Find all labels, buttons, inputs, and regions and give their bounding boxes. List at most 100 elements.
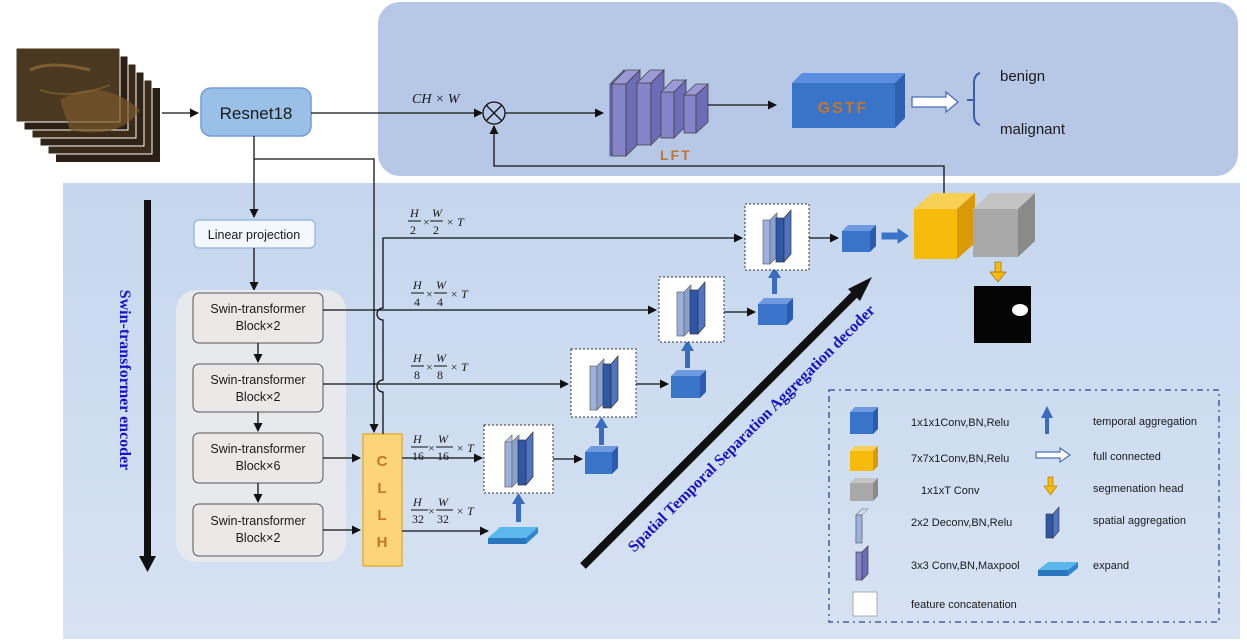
legend-label-11: expand [1093, 560, 1129, 572]
svg-text:C: C [377, 453, 388, 470]
svg-text:Swin-transformer: Swin-transformer [210, 442, 305, 456]
temporal-arrow-3 [681, 340, 694, 368]
legend-label-5: 3x3 Conv,BN,Maxpool [911, 560, 1020, 572]
concat-box-1 [483, 424, 554, 494]
legend-label-3: 1x1xT Conv [921, 485, 980, 497]
svg-text:Block×2: Block×2 [236, 390, 281, 404]
blue-cube-3 [758, 298, 793, 325]
svg-text:× T: × T [456, 441, 475, 455]
svg-text:H: H [412, 351, 423, 365]
hollow-arrow-output [911, 90, 960, 114]
scale-label-h2: H2 × W2 × T [408, 206, 465, 237]
svg-text:H: H [412, 495, 423, 509]
scale-label-h16: H16 × W16 × T [411, 432, 475, 463]
legend-label-6: feature concatenation [911, 599, 1017, 611]
segmentation-mask [974, 286, 1031, 343]
legend-blue-slab-icon [1045, 506, 1060, 539]
svg-text:L: L [377, 507, 386, 524]
swin-block-1: Swin-transformer Block×2 [192, 292, 324, 344]
legend-yellow-cube-icon [850, 446, 878, 471]
svg-text:×: × [428, 441, 435, 455]
scale-label-h4: H4 × W4 × T [411, 278, 469, 309]
segmentation-arrow [989, 261, 1007, 283]
svg-text:32: 32 [412, 512, 424, 526]
lft-block [609, 69, 710, 157]
gstf-box [792, 73, 905, 128]
legend-label-1: 1x1x1Conv,BN,Relu [911, 417, 1009, 429]
scale-label-h8: H8 × W8 × T [411, 351, 469, 382]
temporal-arrow-4 [768, 267, 781, 294]
svg-text:W: W [438, 495, 449, 509]
svg-text:×: × [426, 360, 433, 374]
legend-light-slab-icon [855, 508, 869, 544]
svg-text:Block×6: Block×6 [236, 459, 281, 473]
legend-box [828, 389, 1220, 623]
concat-box-2 [570, 348, 637, 418]
svg-text:× T: × T [456, 504, 475, 518]
legend-white-square-icon [852, 591, 878, 617]
svg-text:×: × [426, 287, 433, 301]
svg-text:× T: × T [450, 360, 469, 374]
blue-cube-1 [585, 446, 618, 474]
swin-block-3: Swin-transformer Block×6 [192, 432, 324, 484]
svg-text:H: H [377, 534, 388, 551]
svg-text:Swin-transformer: Swin-transformer [210, 514, 305, 528]
legend-hollow-arrow-icon [1035, 446, 1072, 464]
svg-text:H: H [409, 206, 420, 220]
svg-text:16: 16 [437, 449, 449, 463]
concat-box-4 [744, 203, 810, 271]
svg-text:8: 8 [414, 368, 420, 382]
svg-text:Block×2: Block×2 [236, 531, 281, 545]
svg-text:× T: × T [450, 287, 469, 301]
lft-label: LFT [660, 147, 692, 163]
legend-yellow-down-arrow-icon [1043, 476, 1058, 496]
gray-cube [973, 193, 1035, 257]
encoder-title: Swin-transformer encoder [116, 290, 133, 471]
legend-blue-cube-icon [850, 407, 878, 434]
legend-label-10: spatial aggregation [1093, 515, 1186, 527]
legend-label-8: full connected [1093, 451, 1161, 463]
temporal-arrow-1 [512, 493, 525, 522]
svg-text:Block×2: Block×2 [236, 319, 281, 333]
svg-text:8: 8 [437, 368, 443, 382]
svg-text:32: 32 [437, 512, 449, 526]
resnet-label: Resnet18 [220, 104, 293, 123]
svg-text:W: W [436, 351, 447, 365]
svg-text:2: 2 [410, 223, 416, 237]
svg-text:4: 4 [437, 295, 443, 309]
legend-label-4: 2x2 Deconv,BN,Relu [911, 517, 1012, 529]
resnet-box [200, 87, 312, 137]
hollow-arrow-head [881, 228, 909, 244]
svg-text:Swin-transformer: Swin-transformer [210, 373, 305, 387]
legend-purple-slab-icon [855, 545, 869, 581]
decoder-direction-arrow [580, 277, 872, 569]
blue-cube-2 [671, 370, 706, 398]
svg-text:2: 2 [433, 223, 439, 237]
swin-block-4: Swin-transformer Block×2 [192, 503, 324, 557]
blue-cube-4 [842, 225, 876, 252]
svg-text:H: H [412, 278, 423, 292]
yellow-cube [914, 193, 975, 259]
svg-text:Swin-transformer: Swin-transformer [210, 302, 305, 316]
legend-flat-plate-icon [1038, 562, 1078, 576]
legend-label-7: temporal aggregation [1093, 416, 1197, 428]
scale-label-h32: H 32 × W 32 × T [411, 495, 475, 526]
legend-up-arrow-icon [1041, 406, 1053, 434]
expand-plate [488, 527, 538, 544]
ch-w-label: CH × W [412, 92, 461, 107]
swin-block-2: Swin-transformer Block×2 [192, 363, 324, 413]
svg-text:H: H [412, 432, 423, 446]
svg-text:× T: × T [446, 215, 465, 229]
svg-text:×: × [428, 504, 435, 518]
svg-text:16: 16 [412, 449, 424, 463]
svg-text:×: × [423, 215, 430, 229]
gstf-label: GSTF [818, 100, 869, 117]
svg-text:4: 4 [414, 295, 420, 309]
benign-label: benign [1000, 68, 1045, 85]
legend-label-2: 7x7x1Conv,BN,Relu [911, 453, 1009, 465]
svg-text:L: L [377, 480, 386, 497]
linear-projection-label: Linear projection [208, 228, 300, 242]
legend-label-9: segmenation head [1093, 483, 1184, 495]
temporal-arrow-2 [595, 417, 608, 445]
